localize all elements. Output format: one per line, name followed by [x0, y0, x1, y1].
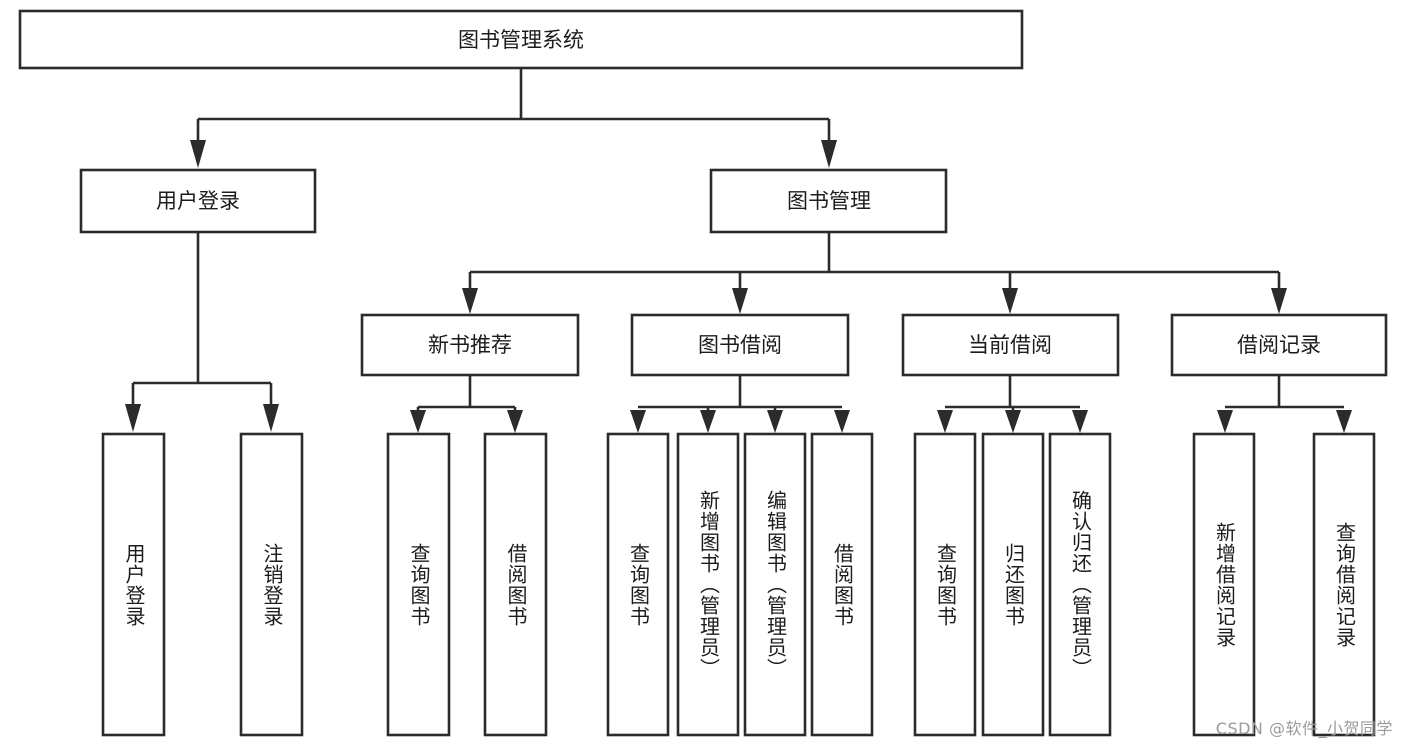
leaf-box-borrow-record-1[interactable]	[1312, 432, 1376, 737]
arrow-head-bb-leaf-1	[630, 410, 646, 433]
arrow-head-nb-leaf-2	[507, 410, 523, 433]
node-new-book-recommend-box[interactable]	[360, 313, 580, 377]
leaf-box-current-borrow-1[interactable]	[981, 432, 1045, 737]
leaf-box-new-book-1[interactable]	[483, 432, 548, 737]
node-book-borrow-box[interactable]	[630, 313, 850, 377]
node-current-borrow-box[interactable]	[901, 313, 1120, 377]
arrow-head-book-borrow	[732, 288, 748, 314]
node-book-management-label: 图书管理	[787, 189, 871, 213]
node-borrow-record-label: 借阅记录	[1237, 333, 1321, 357]
arrow-head-bb-leaf-4	[834, 410, 850, 433]
arrow-head-cb-leaf-1	[937, 410, 953, 433]
node-new-book-recommend-label: 新书推荐	[428, 333, 512, 357]
connector-group-borrow-record	[1217, 375, 1352, 433]
connector-group-current-borrow	[937, 375, 1088, 433]
arrow-head-book-mgmt	[821, 140, 837, 168]
node-current-borrow-label: 当前借阅	[968, 333, 1052, 357]
arrow-head-br-leaf-2	[1336, 410, 1352, 433]
node-book-borrow-label: 图书借阅	[698, 333, 782, 357]
leaf-box-book-borrow-2[interactable]	[743, 432, 807, 737]
arrow-head-cb-leaf-2	[1005, 410, 1021, 433]
leaf-box-book-borrow-1[interactable]	[676, 432, 740, 737]
leaf-box-borrow-record-0[interactable]	[1192, 432, 1256, 737]
arrow-head-bb-leaf-3	[767, 410, 783, 433]
leaf-box-book-borrow-3[interactable]	[810, 432, 874, 737]
connector-group-new-book	[410, 375, 523, 433]
connector-group-book-mgmt	[462, 232, 1287, 314]
arrow-head-cb-leaf-3	[1072, 410, 1088, 433]
arrow-head-br-leaf-1	[1217, 410, 1233, 433]
node-book-management-box[interactable]	[709, 168, 948, 234]
node-root-label: 图书管理系统	[458, 28, 584, 52]
arrow-head-borrow-record	[1271, 288, 1287, 314]
leaf-box-current-borrow-2[interactable]	[1048, 432, 1112, 737]
leaf-box-book-borrow-0[interactable]	[606, 432, 670, 737]
leaf-box-new-book-0[interactable]	[386, 432, 451, 737]
arrow-head-current-borrow	[1002, 288, 1018, 314]
arrow-head-bb-leaf-2	[700, 410, 716, 433]
arrow-head-nb-leaf-1	[410, 410, 426, 433]
connector-group-book-borrow	[630, 375, 850, 433]
node-user-login-box[interactable]	[79, 168, 317, 234]
node-borrow-record-box[interactable]	[1170, 313, 1388, 377]
connector-group-user-login	[125, 232, 279, 432]
arrow-head-user-login	[190, 140, 206, 168]
leaf-box-user-login-0[interactable]	[101, 432, 166, 737]
node-user-login-label: 用户登录	[156, 189, 240, 213]
watermark-text: CSDN @软件_小贺同学	[1215, 719, 1393, 738]
connector-group-root	[190, 68, 837, 168]
leaf-box-current-borrow-0[interactable]	[913, 432, 977, 737]
leaf-box-user-login-1[interactable]	[239, 432, 304, 737]
arrow-head-leaf-logout	[263, 404, 279, 432]
arrow-head-new-book	[462, 288, 478, 314]
node-root-box[interactable]	[18, 9, 1024, 70]
arrow-head-leaf-user-login	[125, 404, 141, 432]
